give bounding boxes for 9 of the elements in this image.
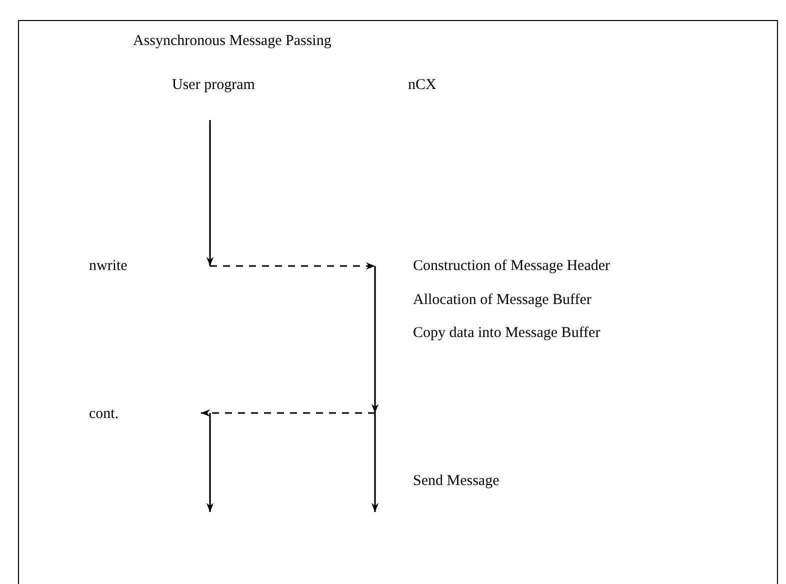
event-label: cont. (89, 405, 119, 423)
step-label: Copy data into Message Buffer (413, 324, 600, 342)
column-heading: User program (172, 76, 255, 94)
step-label: Construction of Message Header (413, 257, 610, 275)
diagram-title: Assynchronous Message Passing (133, 32, 332, 50)
step-label: Allocation of Message Buffer (413, 291, 592, 309)
step-label: Send Message (413, 472, 500, 490)
column-heading: nCX (408, 76, 436, 94)
event-label: nwrite (89, 257, 128, 275)
